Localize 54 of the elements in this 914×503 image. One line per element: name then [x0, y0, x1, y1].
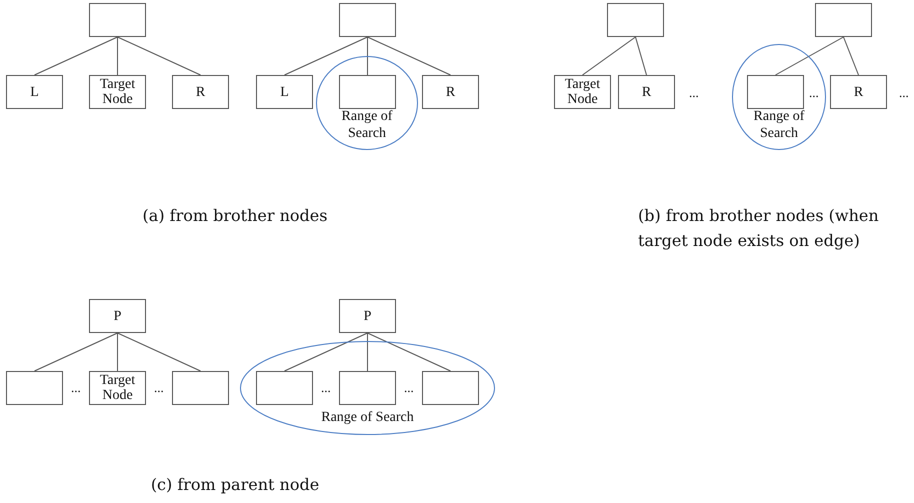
tree-edge: [582, 36, 636, 76]
tree-edge: [117, 36, 118, 76]
tree-edge: [775, 36, 844, 76]
ellipsis-mark: ...: [899, 85, 909, 101]
ellipsis-mark: ...: [71, 380, 81, 396]
empty-node-box: [815, 3, 872, 37]
empty-node-box: [339, 3, 396, 37]
panel-caption: (b) from brother nodes (when target node exists on edge): [638, 205, 880, 252]
tree-edge: [284, 36, 368, 76]
tree-node-box: L: [256, 75, 313, 109]
range-label: Range of Search: [752, 108, 806, 142]
tree-edge: [635, 36, 647, 76]
empty-node-box: [747, 75, 804, 109]
empty-node-box: [256, 371, 313, 405]
search-range-ellipse: [316, 56, 418, 150]
search-range-ellipse: [240, 341, 495, 435]
tree-node-box: R: [172, 75, 229, 109]
ellipsis-mark: ...: [154, 380, 164, 396]
tree-edge: [117, 332, 201, 372]
tree-node-box: Target Node: [554, 75, 611, 109]
empty-node-box: [6, 371, 63, 405]
tree-node-box: R: [422, 75, 479, 109]
empty-node-box: [89, 3, 146, 37]
tree-edge: [367, 36, 451, 76]
tree-node-box: Target Node: [89, 75, 146, 109]
tree-node-box: Target Node: [89, 371, 146, 405]
ellipsis-mark: ...: [321, 380, 331, 396]
tree-edge: [367, 332, 451, 372]
empty-node-box: [172, 371, 229, 405]
tree-edge: [117, 332, 118, 372]
tree-edge: [34, 36, 118, 76]
tree-edge: [34, 332, 118, 372]
range-label: Range of Search: [320, 409, 415, 426]
tree-node-box: R: [830, 75, 887, 109]
empty-node-box: [422, 371, 479, 405]
ellipsis-mark: ...: [689, 85, 699, 101]
ellipsis-mark: ...: [809, 85, 819, 101]
empty-node-box: [339, 371, 396, 405]
tree-node-box: P: [339, 299, 396, 333]
search-range-ellipse: [732, 44, 826, 150]
tree-node-box: P: [89, 299, 146, 333]
ellipsis-mark: ...: [404, 380, 414, 396]
empty-node-box: [339, 75, 396, 109]
tree-edge: [284, 332, 368, 372]
tree-edge: [367, 36, 368, 76]
tree-edge: [843, 36, 859, 76]
tree-edge: [367, 332, 368, 372]
panel-caption: (a) from brother nodes: [142, 205, 328, 227]
tree-node-box: R: [618, 75, 675, 109]
tree-node-box: L: [6, 75, 63, 109]
range-label: Range of Search: [340, 108, 394, 142]
panel-caption: (c) from parent node: [150, 474, 320, 496]
tree-edge: [117, 36, 201, 76]
empty-node-box: [607, 3, 664, 37]
